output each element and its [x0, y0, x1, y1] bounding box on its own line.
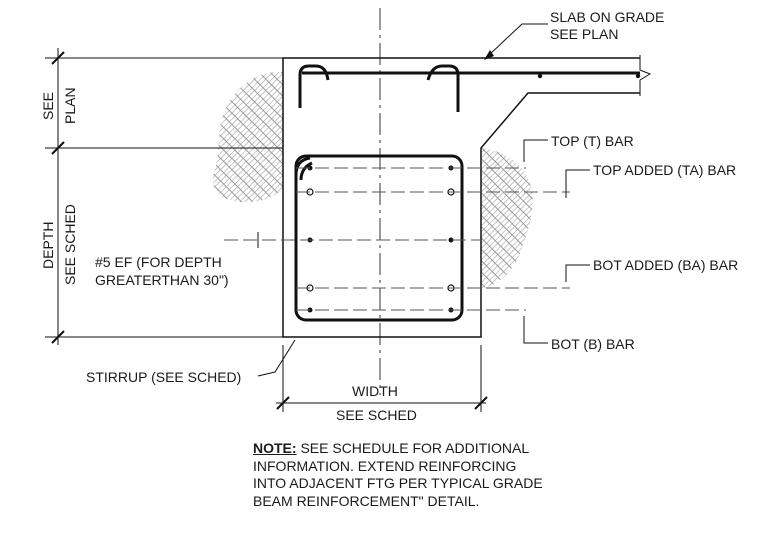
slab-label-line1: SLAB ON GRADE: [550, 9, 664, 25]
note-line1-text: SEE SCHEDULE FOR ADDITIONAL: [296, 440, 530, 456]
see-sched-label: SEE SCHED: [336, 407, 417, 423]
slab-bar-dot: [537, 73, 543, 79]
depth-label: DEPTH: [40, 222, 56, 269]
soil-hatch-right: [481, 148, 533, 288]
slab-break-line: [639, 55, 652, 96]
hooked-top-bar-right: [426, 64, 460, 112]
leader-arrow: [484, 50, 494, 60]
stirrup-label: STIRRUP (SEE SCHED): [86, 369, 241, 385]
stirrup-hook: [299, 161, 313, 181]
slab-label-line2: SEE PLAN: [550, 26, 618, 42]
plan-label: PLAN: [62, 87, 78, 124]
leader-lines: [257, 23, 590, 377]
soil-hatch-left: [212, 71, 283, 203]
depth-dimension: [45, 48, 283, 345]
side-bar: [448, 237, 454, 243]
note-line3: INTO ADJACENT FTG PER TYPICAL GRADE: [253, 475, 543, 491]
ef-label-line2: GREATERTHAN 30"): [95, 272, 229, 288]
width-label: WIDTH: [352, 383, 398, 399]
note-heading: NOTE:: [253, 440, 297, 456]
width-dimension: [276, 345, 488, 412]
top-bar-label: TOP (T) BAR: [551, 133, 634, 149]
stirrup: [294, 154, 464, 322]
note-line4: BEAM REINFORCEMENT" DETAIL.: [253, 492, 480, 509]
top-added-bar-label: TOP ADDED (TA) BAR: [593, 162, 736, 178]
stirrup-hook: [294, 156, 311, 176]
bot-added-bar-label: BOT ADDED (BA) BAR: [593, 257, 738, 273]
note-line2: INFORMATION. EXTEND REINFORCING: [253, 457, 517, 474]
ef-label-line1: #5 EF (FOR DEPTH: [95, 254, 222, 270]
see-label: SEE: [40, 92, 56, 120]
hooked-top-bar-left: [298, 64, 330, 108]
bot-bar-label: BOT (B) BAR: [551, 336, 635, 352]
slab-bar-dot: [635, 73, 641, 79]
see-sched-vertical-label: SEE SCHED: [62, 204, 78, 285]
general-note: NOTE: SEE SCHEDULE FOR ADDITIONAL INFORM…: [253, 440, 613, 510]
note-line1: NOTE: SEE SCHEDULE FOR ADDITIONAL: [253, 440, 613, 458]
bar-level-lines: [224, 167, 570, 311]
